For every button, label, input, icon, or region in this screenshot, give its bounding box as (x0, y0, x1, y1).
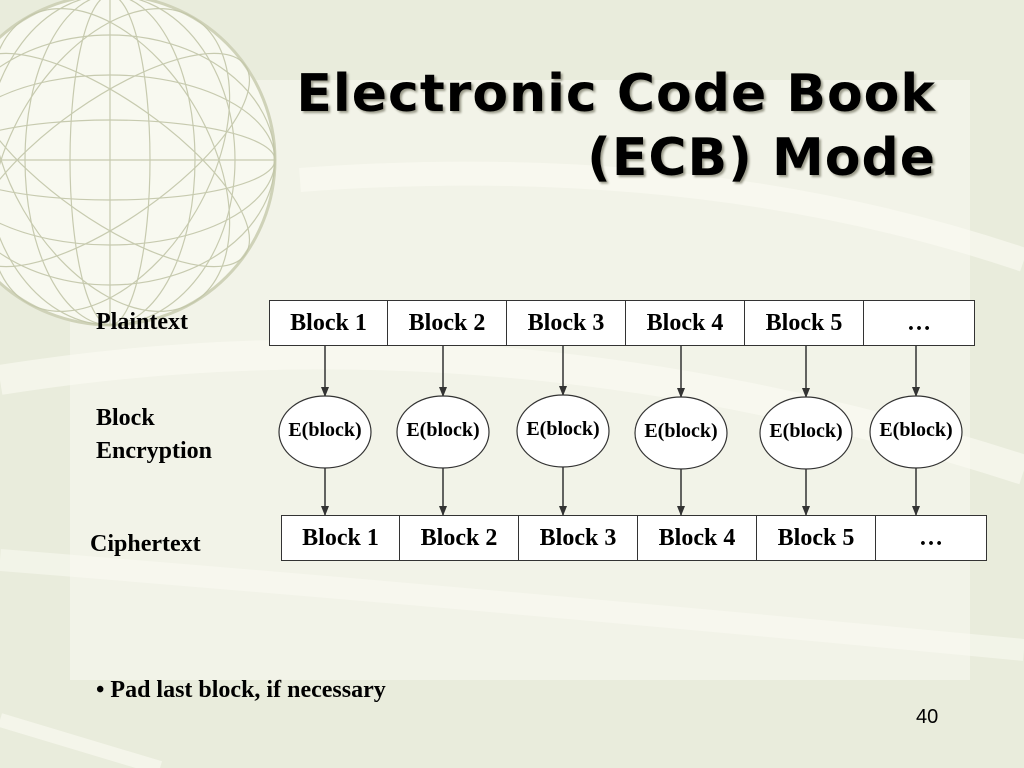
ciphertext-block: Block 2 (400, 516, 519, 560)
block-encryption-label: Block Encryption (96, 402, 212, 468)
encryption-node-label: E(block) (769, 420, 842, 442)
slide-title: Electronic Code Book (ECB) Mode (296, 62, 936, 190)
page-number: 40 (916, 706, 939, 728)
encryption-node-label: E(block) (644, 420, 717, 442)
ciphertext-block: … (919, 525, 943, 551)
bullet-point-icon: • (96, 677, 111, 703)
bullet-item: Pad last block, if necessary (110, 677, 386, 703)
encryption-node-label: E(block) (288, 419, 361, 441)
plaintext-block: Block 2 (388, 301, 507, 345)
encryption-node-label: E(block) (526, 418, 599, 440)
block-encryption-label-line-1: Block (96, 405, 155, 431)
block-encryption-label-line-2: Encryption (96, 438, 213, 464)
globe-decoration (0, 0, 277, 327)
ciphertext-block: Block 4 (638, 516, 757, 560)
ciphertext-block: Block 5 (757, 516, 876, 560)
ciphertext-label: Ciphertext (90, 531, 201, 557)
plaintext-block: Block 5 (745, 301, 864, 345)
title-line-2: (ECB) Mode (587, 128, 936, 188)
ciphertext-block: Block 1 (282, 516, 400, 560)
plaintext-block: Block 4 (626, 301, 745, 345)
plaintext-blocks-row: Block 1 Block 2 Block 3 Block 4 Block 5 … (269, 300, 975, 346)
ciphertext-blocks-row: Block 1 Block 2 Block 3 Block 4 Block 5 … (281, 515, 987, 561)
plaintext-label: Plaintext (96, 309, 188, 335)
encryption-node-label: E(block) (879, 419, 952, 441)
plaintext-block: Block 3 (507, 301, 626, 345)
bullet-list: • Pad last block, if necessary (96, 677, 386, 704)
plaintext-block: … (907, 310, 931, 336)
plaintext-block: Block 1 (270, 301, 388, 345)
title-line-1: Electronic Code Book (296, 64, 936, 124)
ciphertext-block: Block 3 (519, 516, 638, 560)
encryption-node-label: E(block) (406, 419, 479, 441)
